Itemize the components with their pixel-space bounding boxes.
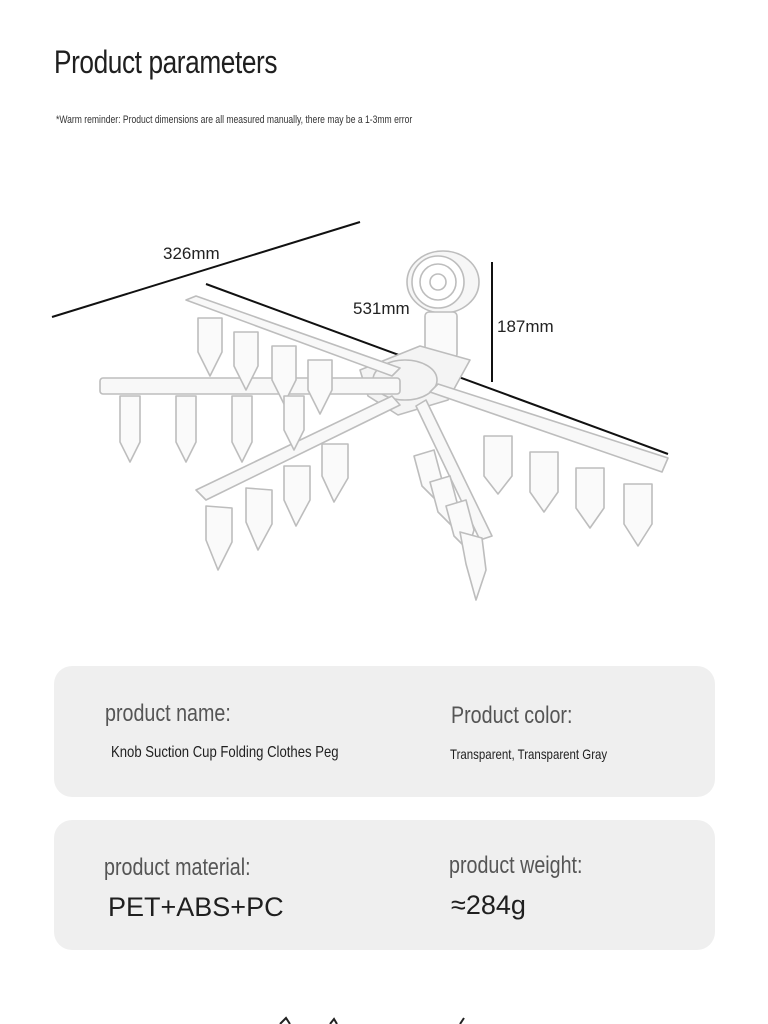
product-name-value: Knob Suction Cup Folding Clothes Peg <box>111 744 339 761</box>
product-material-value: PET+ABS+PC <box>108 892 284 922</box>
width-label: 326mm <box>163 244 220 263</box>
height-label: 187mm <box>497 317 554 336</box>
product-dimension-diagram: 326mm 531mm 187mm <box>51 221 669 601</box>
product-weight-label: product weight: <box>449 852 583 879</box>
measurement-reminder: *Warm reminder: Product dimensions are a… <box>56 114 413 126</box>
product-color-value: Transparent, Transparent Gray <box>450 746 608 762</box>
cropped-next-section-fragment <box>279 1016 465 1024</box>
clothes-peg-rack-illustration <box>99 250 669 601</box>
product-info-card-1: product name: Knob Suction Cup Folding C… <box>54 666 715 797</box>
product-info-card-2: product material: PET+ABS+PC product wei… <box>54 820 715 950</box>
product-weight-value: ≈284g <box>451 890 526 920</box>
length-label: 531mm <box>353 299 410 318</box>
product-material-label: product material: <box>104 854 251 881</box>
width-dimension-line <box>51 221 361 318</box>
product-color-label: Product color: <box>451 702 573 729</box>
product-name-label: product name: <box>105 700 231 727</box>
page-title: Product parameters <box>54 44 278 80</box>
